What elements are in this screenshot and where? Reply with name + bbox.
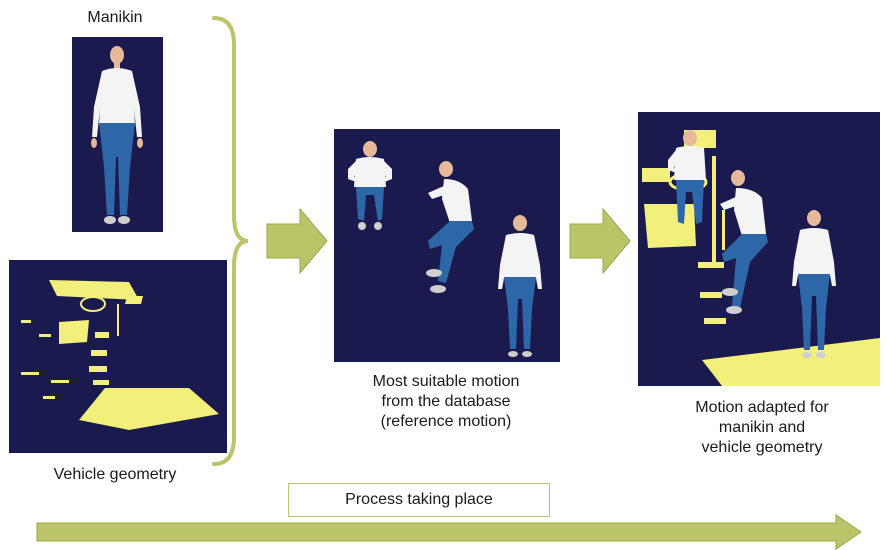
right-arrow-icon [569, 208, 631, 274]
vehicle-geometry-panel [9, 260, 227, 453]
reference-motion-caption: Most suitable motion from the database (… [330, 372, 562, 432]
adapted-motion-caption: Motion adapted for manikin and vehicle g… [650, 398, 874, 458]
vehicle-geometry-label: Vehicle geometry [53, 466, 177, 483]
right-arrow-icon [266, 208, 328, 274]
reference-motion-panel [334, 129, 560, 362]
adapted-motion-line-1: Motion adapted for [695, 399, 829, 416]
reference-motion-line-1: Most suitable motion [372, 373, 520, 390]
manikin-panel [72, 37, 163, 232]
adapted-motion-line-3: vehicle geometry [701, 439, 823, 456]
vehicle-geometry-icon [21, 280, 219, 430]
curly-brace-icon [212, 16, 249, 466]
adapted-motion-line-2: manikin and [718, 419, 806, 436]
reference-motion-line-2: from the database [381, 393, 511, 410]
process-label-box: Process taking place [288, 483, 550, 517]
process-arrow-icon [36, 514, 862, 550]
manikin-figure-icon [91, 46, 143, 224]
adapted-motion-figures-icon [642, 130, 880, 386]
adapted-motion-panel [638, 112, 880, 386]
process-label: Process taking place [345, 491, 493, 508]
reference-motion-figures-icon [348, 141, 542, 357]
manikin-label: Manikin [87, 9, 143, 26]
reference-motion-line-3: (reference motion) [380, 413, 512, 430]
